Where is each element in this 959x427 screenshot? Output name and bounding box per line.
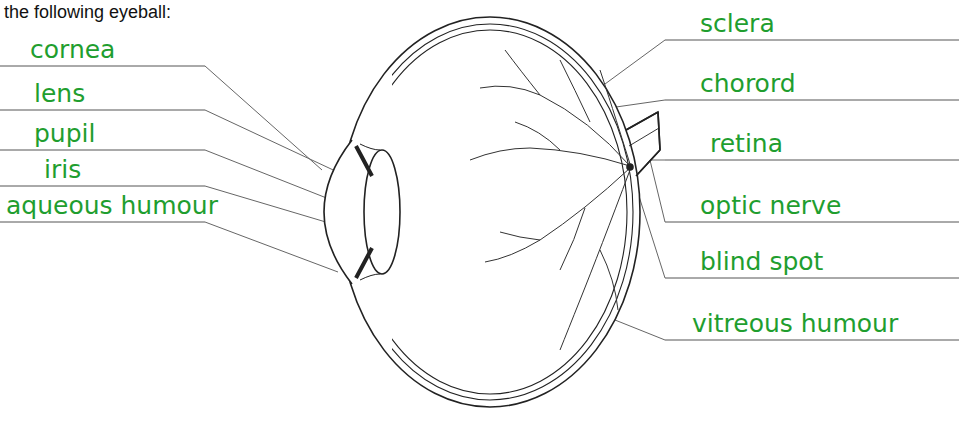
eyeball-drawing <box>324 17 660 407</box>
part-label: vitreous humour <box>692 310 898 339</box>
part-label: retina <box>710 130 783 159</box>
heading-text: the following eyeball: <box>4 2 171 24</box>
part-label: iris <box>44 156 81 185</box>
part-label: cornea <box>30 36 115 65</box>
part-label: sclera <box>700 10 775 39</box>
part-label: lens <box>34 80 85 109</box>
part-label: aqueous humour <box>6 192 218 221</box>
part-label: chorord <box>700 70 796 99</box>
part-label: optic nerve <box>700 192 841 221</box>
part-label: blind spot <box>700 248 823 277</box>
part-label: pupil <box>34 120 95 149</box>
